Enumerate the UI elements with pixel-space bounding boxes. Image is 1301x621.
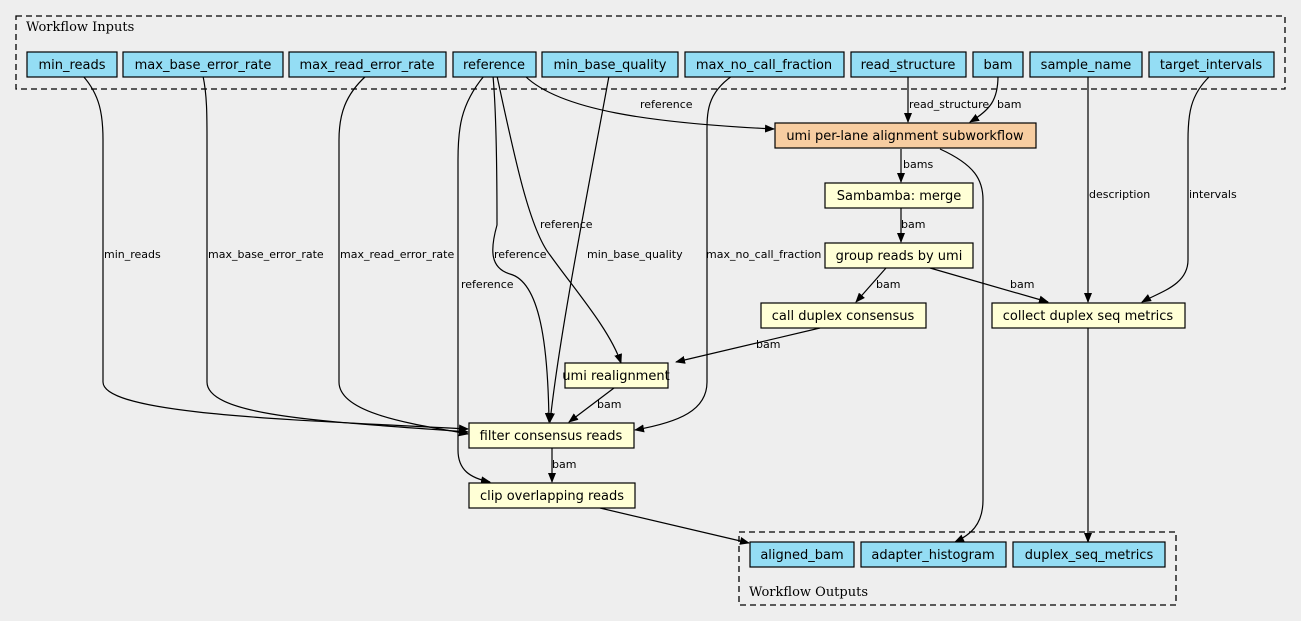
input-sample-name[interactable]: sample_name — [1029, 51, 1143, 78]
input-max-read-error-rate[interactable]: max_read_error_rate — [288, 51, 447, 78]
edge-label-min-base-quality: min_base_quality — [587, 248, 683, 261]
edge-label-reference-realign: reference — [540, 218, 593, 231]
workflow-inputs-title: Workflow Inputs — [26, 20, 134, 35]
edges — [82, 75, 1211, 545]
edge-min-base-quality — [546, 75, 610, 423]
edge-reference-to-realign — [496, 75, 622, 364]
edge-label-reference-subworkflow: reference — [640, 98, 693, 111]
step-call-duplex-label: call duplex consensus — [772, 309, 915, 324]
step-sambamba-merge-label: Sambamba: merge — [837, 189, 962, 204]
edge-labels: min_reads max_base_error_rate max_read_e… — [104, 98, 1237, 471]
input-max-base-error-rate[interactable]: max_base_error_rate — [122, 51, 284, 78]
edge-label-call-to-realign: bam — [756, 338, 780, 351]
step-clip-overlapping-label: clip overlapping reads — [480, 489, 624, 504]
output-adapter-histogram[interactable]: adapter_histogram — [860, 541, 1007, 568]
edge-label-max-no-call-fraction: max_no_call_fraction — [706, 248, 821, 261]
edge-label-bam-in: bam — [997, 98, 1021, 111]
step-group-reads-label: group reads by umi — [836, 249, 963, 264]
edge-intervals — [1141, 75, 1211, 303]
step-filter-consensus[interactable]: filter consensus reads — [468, 422, 635, 449]
step-nodes: umi per-lane alignment subworkflow Samba… — [468, 122, 1186, 509]
input-reference-label: reference — [463, 58, 525, 73]
step-clip-overlapping[interactable]: clip overlapping reads — [468, 482, 636, 509]
edge-reference-to-clip — [457, 75, 491, 485]
input-reference[interactable]: reference — [452, 51, 537, 78]
workflow-outputs-title: Workflow Outputs — [749, 585, 868, 600]
edge-label-description: description — [1089, 188, 1150, 201]
step-call-duplex[interactable]: call duplex consensus — [760, 302, 927, 329]
input-bam-label: bam — [984, 58, 1013, 73]
step-umi-realignment-label: umi realignment — [562, 369, 669, 384]
input-min-base-quality[interactable]: min_base_quality — [541, 51, 679, 78]
edge-label-read-structure: read_structure — [909, 98, 989, 111]
input-sample-name-label: sample_name — [1041, 58, 1132, 73]
input-min-base-quality-label: min_base_quality — [554, 58, 667, 73]
edge-label-merge-bam: bam — [901, 218, 925, 231]
input-read-structure[interactable]: read_structure — [850, 51, 967, 78]
input-min-reads[interactable]: min_reads — [26, 51, 118, 78]
edge-group-to-call — [855, 267, 887, 303]
edge-max-base-error-rate — [202, 75, 469, 436]
edge-label-min-reads: min_reads — [104, 248, 161, 261]
step-umi-realignment[interactable]: umi realignment — [562, 362, 670, 389]
step-umi-subworkflow-label: umi per-lane alignment subworkflow — [786, 129, 1024, 144]
output-adapter-histogram-label: adapter_histogram — [871, 548, 994, 563]
step-sambamba-merge[interactable]: Sambamba: merge — [824, 182, 974, 209]
edge-bam-in — [969, 75, 999, 123]
output-duplex-seq-metrics[interactable]: duplex_seq_metrics — [1012, 541, 1166, 568]
edge-subworkflow-to-adapter-histogram — [939, 148, 984, 543]
workflow-inputs-cluster: Workflow Inputs — [15, 15, 1286, 90]
edge-max-read-error-rate — [338, 75, 469, 437]
edge-clip-to-aligned-bam — [599, 507, 750, 545]
input-target-intervals-label: target_intervals — [1160, 58, 1263, 73]
input-target-intervals[interactable]: target_intervals — [1148, 51, 1275, 78]
edge-label-bams: bams — [903, 158, 933, 171]
edge-max-no-call-fraction — [634, 75, 733, 433]
edge-reference-to-filter — [492, 75, 553, 423]
edge-label-group-to-collect: bam — [1010, 278, 1034, 291]
input-min-reads-label: min_reads — [38, 58, 105, 73]
input-max-read-error-rate-label: max_read_error_rate — [300, 58, 435, 73]
edge-realign-to-filter — [568, 387, 615, 423]
step-umi-subworkflow[interactable]: umi per-lane alignment subworkflow — [774, 122, 1037, 149]
edge-label-max-read-error-rate: max_read_error_rate — [340, 248, 454, 261]
step-collect-metrics[interactable]: collect duplex seq metrics — [991, 302, 1186, 329]
edge-label-filter-to-clip: bam — [552, 458, 576, 471]
step-filter-consensus-label: filter consensus reads — [480, 429, 623, 444]
step-collect-metrics-label: collect duplex seq metrics — [1003, 309, 1174, 324]
output-nodes: aligned_bam adapter_histogram duplex_seq… — [749, 541, 1166, 568]
edge-label-realign-to-filter: bam — [597, 398, 621, 411]
edge-reference-to-subworkflow — [524, 75, 775, 133]
edge-label-intervals: intervals — [1189, 188, 1237, 201]
output-aligned-bam-label: aligned_bam — [760, 548, 843, 563]
workflow-outputs-cluster: Workflow Outputs — [738, 531, 1177, 606]
output-duplex-seq-metrics-label: duplex_seq_metrics — [1025, 548, 1154, 563]
edge-label-group-to-call: bam — [876, 278, 900, 291]
input-max-no-call-fraction[interactable]: max_no_call_fraction — [684, 51, 845, 78]
input-nodes: min_reads max_base_error_rate max_read_e… — [26, 51, 1275, 78]
input-max-base-error-rate-label: max_base_error_rate — [135, 58, 272, 73]
output-aligned-bam[interactable]: aligned_bam — [749, 541, 855, 568]
input-max-no-call-fraction-label: max_no_call_fraction — [696, 58, 832, 73]
step-group-reads[interactable]: group reads by umi — [824, 242, 974, 269]
edge-label-reference-filter: reference — [494, 248, 547, 261]
input-bam[interactable]: bam — [972, 51, 1024, 78]
input-read-structure-label: read_structure — [861, 58, 956, 73]
edge-group-to-collect — [929, 267, 1049, 304]
edge-label-max-base-error-rate: max_base_error_rate — [208, 248, 324, 261]
edge-call-to-realign — [675, 327, 821, 364]
edge-label-reference-clip: reference — [461, 278, 514, 291]
